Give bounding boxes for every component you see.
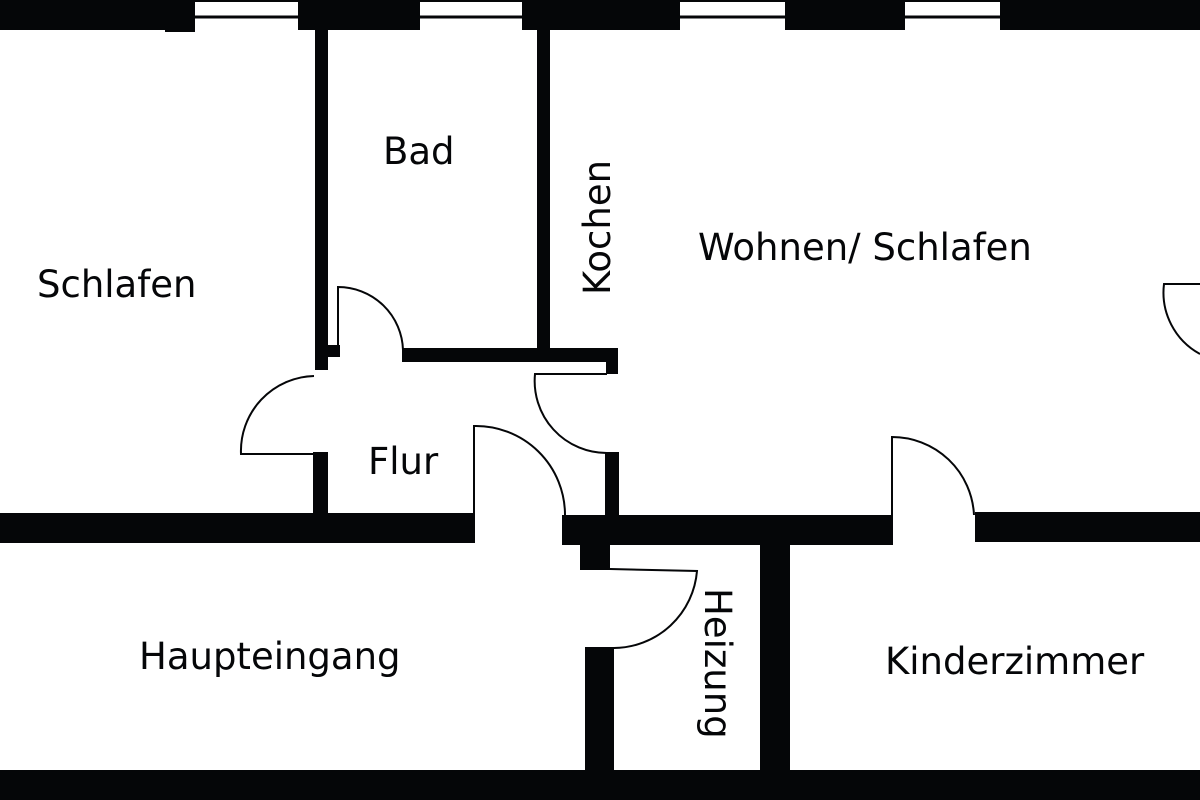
wall-segment [760, 543, 790, 773]
wall-segment [975, 512, 1200, 542]
door-kinderzimmer [891, 435, 975, 516]
wall-segment [165, 28, 195, 32]
room-label-schlafen: Schlafen [37, 263, 196, 306]
wall-segment [580, 543, 610, 570]
room-label-wohnen-schlafen: Wohnen/ Schlafen [698, 226, 1032, 269]
wall-segment [562, 515, 893, 545]
wall-top-edge [0, 0, 1200, 2]
room-label-flur: Flur [368, 440, 439, 483]
door-heizung [585, 568, 699, 649]
wall-segment [298, 0, 420, 30]
door-haupteingang [473, 424, 566, 516]
door-bad [337, 285, 404, 351]
door-wohnen [533, 373, 608, 455]
doors [239, 283, 1200, 649]
wall-segment [0, 513, 475, 543]
door-right-edge [1162, 283, 1200, 355]
top-exterior-wall [0, 0, 1200, 32]
room-label-bad: Bad [383, 130, 455, 173]
interior-walls [0, 30, 1200, 773]
room-labels: Schlafen Bad Kochen Wohnen/ Schlafen Flu… [37, 130, 1145, 739]
wall-segment [605, 452, 619, 515]
wall-segment [537, 30, 550, 352]
wall-segment [606, 348, 618, 374]
room-label-kinderzimmer: Kinderzimmer [885, 640, 1145, 683]
wall-segment [785, 0, 905, 30]
wall-segment [313, 452, 328, 515]
room-label-haupteingang: Haupteingang [139, 635, 401, 678]
door-schlafen [239, 375, 316, 455]
bottom-exterior-wall [0, 770, 1200, 800]
wall-segment [585, 648, 614, 773]
wall-segment [0, 0, 195, 30]
wall-segment [1000, 0, 1200, 30]
room-label-kochen: Kochen [576, 160, 619, 295]
wall-segment [522, 0, 680, 30]
room-label-heizung: Heizung [696, 588, 739, 739]
wall-segment [315, 30, 328, 370]
wall-segment [402, 348, 618, 362]
